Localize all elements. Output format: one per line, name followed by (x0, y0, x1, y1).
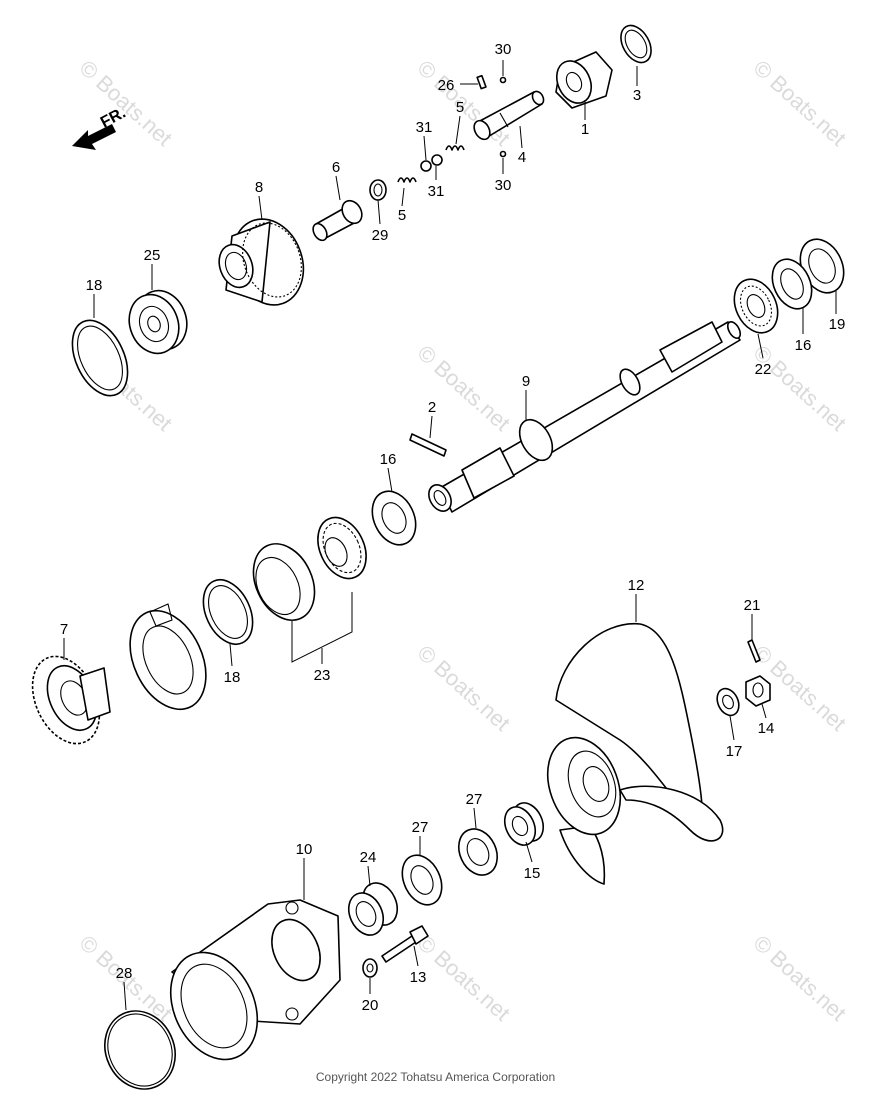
callout-22: 22 (755, 361, 772, 378)
callout-30: 30 (495, 177, 512, 194)
part-9-propeller-shaft (428, 321, 742, 513)
watermark: © Boats.net (413, 340, 515, 436)
callout-7: 7 (60, 621, 68, 638)
watermark: © Boats.net (749, 930, 851, 1026)
part-27-oil-seal-b (401, 854, 443, 906)
callout-26: 26 (438, 77, 455, 94)
callout-23: 23 (314, 667, 331, 684)
part-29-clip (369, 179, 387, 201)
part-31-balls (420, 154, 443, 172)
part-1-clutch (555, 51, 613, 109)
part-28-o-ring (104, 1010, 176, 1090)
part-retainer-ring (129, 603, 207, 711)
part-18-ring-upper (71, 319, 129, 397)
part-20-washer (362, 958, 378, 978)
part-2-pin (409, 433, 447, 457)
callout-10: 10 (296, 841, 313, 858)
part-16-washer-upper (771, 258, 813, 310)
callout-31: 31 (428, 183, 445, 200)
callout-21: 21 (744, 597, 761, 614)
part-3-ring (620, 24, 652, 64)
part-30-balls (499, 76, 507, 158)
leader-lines (63, 60, 837, 1011)
callout-14: 14 (758, 720, 775, 737)
callout-6: 6 (332, 159, 340, 176)
callout-18: 18 (224, 669, 241, 686)
callout-16: 16 (380, 451, 397, 468)
part-6-rod (312, 199, 363, 242)
part-8-gear (218, 218, 305, 306)
part-4-shaft (473, 90, 545, 141)
part-14-nut (745, 675, 771, 707)
callout-2: 2 (428, 399, 436, 416)
callout-16: 16 (795, 337, 812, 354)
part-26-pin (476, 74, 487, 90)
part-25-bearing (128, 289, 188, 355)
callout-24: 24 (360, 849, 377, 866)
callout-9: 9 (522, 373, 530, 390)
callout-4: 4 (518, 149, 526, 166)
callout-17: 17 (726, 743, 743, 760)
forward-arrow-icon: FR. (72, 104, 129, 150)
callout-3: 3 (633, 87, 641, 104)
part-10-gear-case-cover (169, 899, 341, 1061)
part-12-propeller (546, 623, 724, 885)
part-22-thrust-bearing (733, 278, 779, 334)
callout-18: 18 (86, 277, 103, 294)
callout-5: 5 (398, 207, 406, 224)
watermark: © Boats.net (413, 640, 515, 736)
callout-1: 1 (581, 121, 589, 138)
copyright-notice: Copyright 2022 Tohatsu America Corporati… (315, 1070, 556, 1084)
callout-labels: 1 3 30 26 5 4 31 31 30 5 29 6 8 25 18 19… (60, 41, 846, 1014)
part-13-bolt (381, 925, 429, 963)
part-24-needle-bearing (347, 882, 399, 936)
callout-19: 19 (829, 316, 846, 333)
part-17-washer (716, 687, 740, 717)
callout-25: 25 (144, 247, 161, 264)
part-18-ring-lower (202, 579, 254, 645)
watermark: © Boats.net (749, 340, 851, 436)
callout-29: 29 (372, 227, 389, 244)
callout-12: 12 (628, 577, 645, 594)
callout-27: 27 (412, 819, 429, 836)
part-15-spacer (503, 802, 545, 846)
part-27-oil-seal-a (457, 828, 499, 876)
watermark: © Boats.net (413, 930, 515, 1026)
callout-15: 15 (524, 865, 541, 882)
part-23-roller-bearing (252, 516, 367, 621)
callout-8: 8 (255, 179, 263, 196)
callout-30: 30 (495, 41, 512, 58)
callout-20: 20 (362, 997, 379, 1014)
part-5-springs (397, 145, 465, 183)
callout-31: 31 (416, 119, 433, 136)
watermark-layer: © Boats.net © Boats.net © Boats.net © Bo… (75, 55, 851, 1026)
callout-5: 5 (456, 99, 464, 116)
callout-13: 13 (410, 969, 427, 986)
part-16-washer-lower (371, 490, 417, 546)
part-21-cotter-pin (747, 639, 761, 663)
callout-28: 28 (116, 965, 133, 982)
part-7-bevel-gear (31, 655, 111, 745)
watermark: © Boats.net (749, 55, 851, 151)
callout-27: 27 (466, 791, 483, 808)
